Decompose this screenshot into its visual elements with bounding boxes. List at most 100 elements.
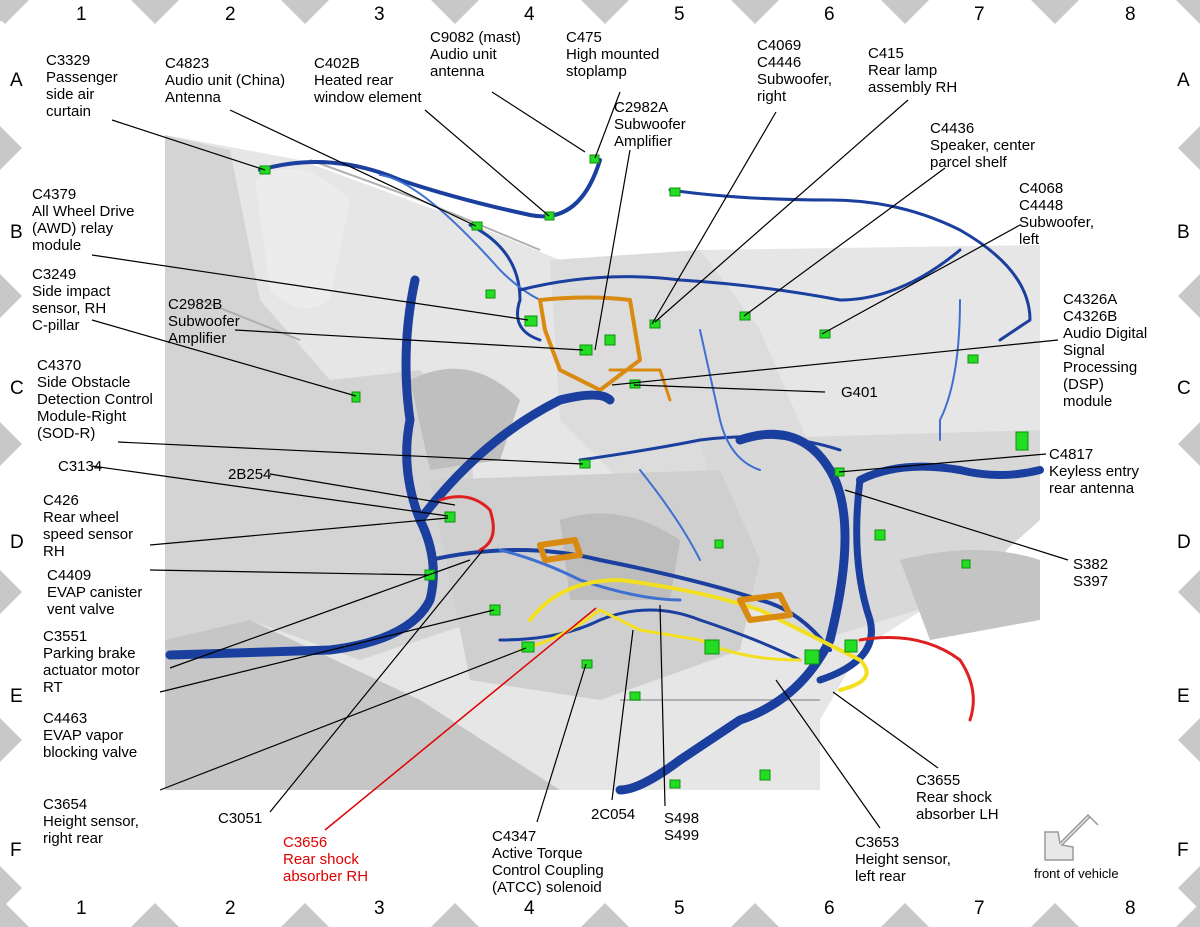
callout-line: curtain (46, 103, 92, 120)
callout-line: parcel shelf (930, 154, 1007, 171)
vehicle-body (165, 135, 1040, 790)
grid-column-top-3: 3 (374, 4, 385, 25)
callout-line: C3134 (58, 458, 103, 475)
callout-line: Side Obstacle (37, 374, 131, 391)
grid-row-left-A: A (10, 70, 23, 91)
grid-column-top-4: 4 (524, 4, 535, 25)
callout-line: Rear lamp (868, 62, 938, 79)
callout-line: RT (43, 679, 63, 696)
border-diamond (731, 903, 779, 927)
callout-line: 2B254 (228, 466, 272, 483)
callout-line: C475 (566, 29, 602, 46)
grid-column-top-7: 7 (974, 4, 985, 25)
border-diamond (1178, 274, 1200, 318)
callout-line: sensor, RH (32, 300, 107, 317)
border-diamond (1031, 0, 1079, 24)
border-diamond (1178, 422, 1200, 466)
grid-row-left-E: E (10, 686, 23, 707)
callout-line: All Wheel Drive (32, 203, 135, 220)
callout-line: Detection Control (37, 391, 153, 408)
callout-line: blocking valve (43, 744, 138, 761)
callout-line: C4463 (43, 710, 88, 727)
callout-line: C426 (43, 492, 79, 509)
callout-line: C415 (868, 45, 904, 62)
callout-line: C4370 (37, 357, 82, 374)
grid-column-top-8: 8 (1125, 4, 1136, 25)
callout-line: Keyless entry (1049, 463, 1140, 480)
callout-line: Subwoofer, (1019, 214, 1095, 231)
callout-line: Subwoofer (614, 116, 686, 133)
border-diamond (731, 0, 779, 24)
callout-line: C4446 (757, 54, 802, 71)
callout-line: Control Coupling (492, 862, 604, 879)
grid-column-top-5: 5 (674, 4, 685, 25)
callout-line: assembly RH (868, 79, 958, 96)
callout-line: speed sensor (43, 526, 134, 543)
callout-line: C-pillar (32, 317, 80, 334)
callout-line: C2982A (614, 99, 669, 116)
grid-row-left-D: D (10, 532, 24, 553)
grid-row-right-B: B (1177, 222, 1190, 243)
grid-column-bottom-8: 8 (1125, 898, 1136, 919)
grid-column-bottom-7: 7 (974, 898, 985, 919)
callout-line: absorber RH (283, 868, 369, 885)
border-diamond (0, 866, 22, 910)
callout-line: C3655 (916, 772, 961, 789)
callout-line: C4069 (757, 37, 802, 54)
callout-line: High mounted (566, 46, 660, 63)
callout-line: side air (46, 86, 95, 103)
grid-column-bottom-6: 6 (824, 898, 835, 919)
callout-line: EVAP vapor (43, 727, 124, 744)
border-diamond (0, 422, 22, 466)
grid-column-bottom-2: 2 (225, 898, 236, 919)
callout-line: S382 (1073, 556, 1109, 573)
callout-line: C402B (314, 55, 360, 72)
grid-column-bottom-3: 3 (374, 898, 385, 919)
callout-line: Subwoofer, (757, 71, 833, 88)
callout-line: C4347 (492, 828, 537, 845)
border-diamond (881, 0, 929, 24)
grid-column-bottom-1: 1 (76, 898, 87, 919)
callout-line: G401 (841, 384, 878, 401)
border-diamond (581, 0, 629, 24)
callout-line: Antenna (165, 89, 221, 106)
callout-line: Passenger (46, 69, 118, 86)
callout-line: (ATCC) solenoid (492, 879, 602, 896)
border-diamond (0, 718, 22, 762)
callout-line: C4409 (47, 567, 92, 584)
border-diamond (881, 903, 929, 927)
callout-line: (SOD-R) (37, 425, 96, 442)
callout-line: rear antenna (1049, 480, 1135, 497)
callout-line: C9082 (mast) (430, 29, 521, 46)
callout-line: C4448 (1019, 197, 1064, 214)
border-diamond (131, 0, 179, 24)
leader-lines (91, 91, 1069, 829)
border-diamond (581, 903, 629, 927)
callout-line: absorber LH (916, 806, 999, 823)
callout-line: right rear (43, 830, 104, 847)
callout-2b254: 2B254 (228, 466, 271, 483)
border-diamond (0, 903, 29, 927)
grid-row-right-F: F (1177, 840, 1189, 861)
grid-row-right-A: A (1177, 70, 1190, 91)
callout-line: C3551 (43, 628, 88, 645)
callout-line: Audio unit (China) (165, 72, 286, 89)
